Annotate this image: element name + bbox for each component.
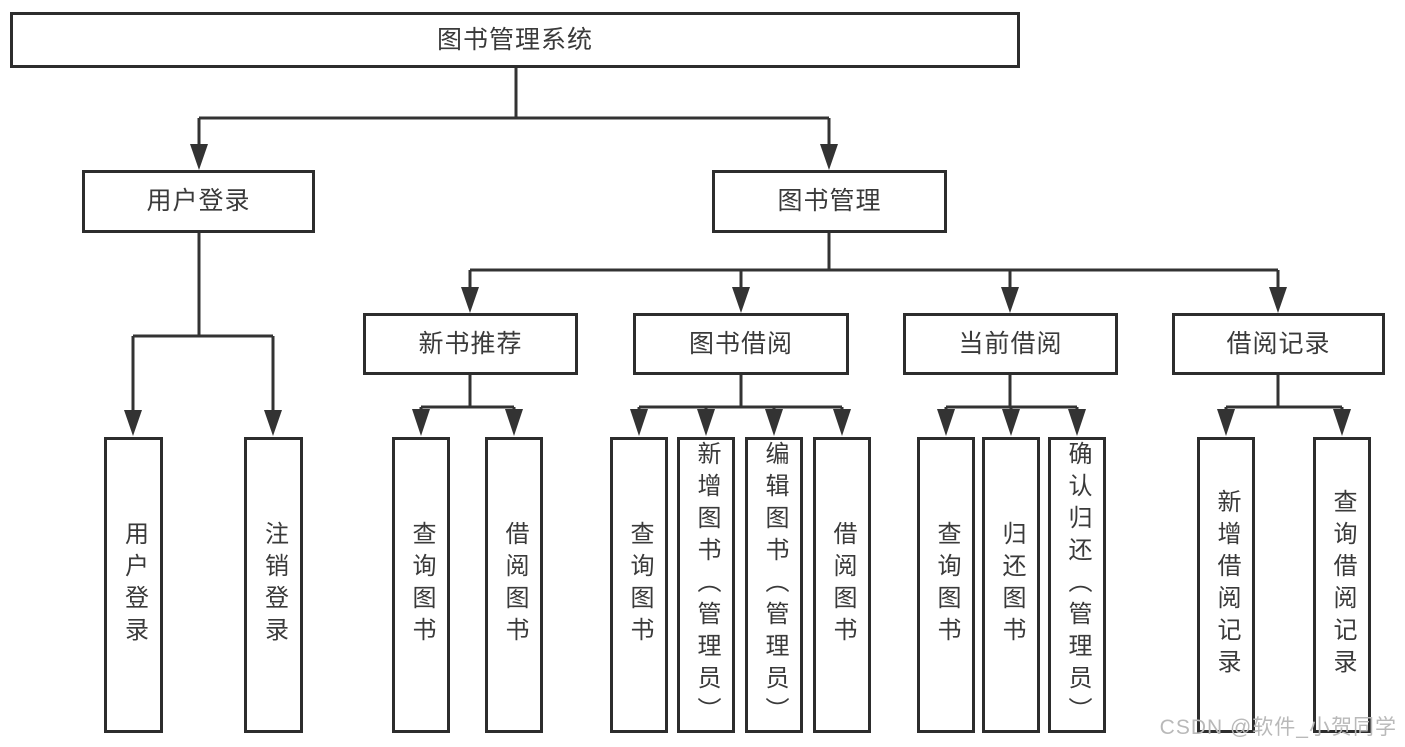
connector-current-borrowing	[944, 375, 1079, 412]
node-new-book-recommend: 新书推荐	[363, 313, 578, 375]
connector-book-management	[468, 233, 1280, 289]
leaf-confirm-return-admin: 确认归还（管理员）	[1048, 437, 1106, 733]
connector-new-book-recommend	[419, 375, 516, 412]
arrowheads-user-login	[124, 410, 282, 436]
leaf-add-borrow-record: 新增借阅记录	[1197, 437, 1255, 733]
leaf-borrow-book-recommend: 借阅图书	[485, 437, 543, 733]
node-borrow-records: 借阅记录	[1172, 313, 1385, 375]
node-user-login: 用户登录	[82, 170, 315, 233]
leaf-add-book-admin: 新增图书（管理员）	[677, 437, 735, 733]
leaf-return-book: 归还图书	[982, 437, 1040, 733]
connector-root-to-level2	[197, 68, 831, 146]
leaf-edit-book-admin: 编辑图书（管理员）	[745, 437, 803, 733]
arrowheads-level3	[461, 287, 1287, 313]
arrowheads-level2	[190, 144, 838, 170]
leaf-query-book-current: 查询图书	[917, 437, 975, 733]
leaf-query-book-borrowing: 查询图书	[610, 437, 668, 733]
connector-user-login	[131, 233, 275, 412]
leaf-logout-login: 注销登录	[244, 437, 303, 733]
node-book-borrowing: 图书借阅	[633, 313, 849, 375]
connector-borrow-records	[1224, 375, 1344, 412]
node-root-library-management-system: 图书管理系统	[10, 12, 1020, 68]
leaf-query-borrow-record: 查询借阅记录	[1313, 437, 1371, 733]
node-book-management: 图书管理	[712, 170, 947, 233]
leaf-query-book-recommend: 查询图书	[392, 437, 450, 733]
leaf-borrow-book-borrowing: 借阅图书	[813, 437, 871, 733]
connector-book-borrowing	[637, 375, 844, 412]
leaf-user-login: 用户登录	[104, 437, 163, 733]
csdn-watermark: CSDN @软件_小贺同学	[1159, 716, 1397, 739]
arrowheads-leaves	[412, 409, 1351, 436]
node-current-borrowing: 当前借阅	[903, 313, 1118, 375]
